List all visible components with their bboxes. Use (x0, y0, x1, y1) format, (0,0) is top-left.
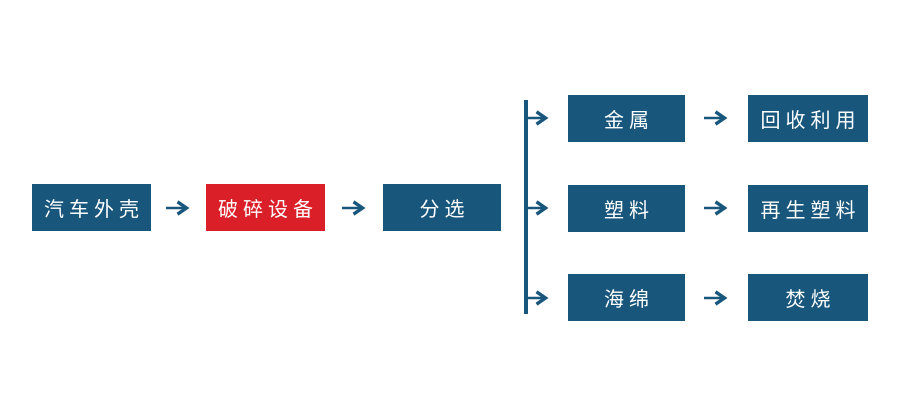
node-label: 回收利用 (760, 110, 861, 132)
node-sponge: 海绵 (568, 274, 685, 321)
arrow-right-icon (525, 200, 549, 216)
node-label: 塑料 (604, 200, 654, 222)
node-plastic: 塑料 (568, 185, 685, 232)
node-recycle-reuse: 回收利用 (748, 95, 868, 142)
arrow-right-icon (704, 110, 728, 126)
node-sorting: 分选 (383, 184, 501, 231)
node-label: 分选 (419, 199, 470, 221)
arrow-right-icon (342, 200, 366, 216)
node-label: 再生塑料 (760, 200, 861, 222)
node-label: 破碎设备 (218, 199, 318, 221)
node-label: 焚烧 (785, 289, 836, 311)
node-crushing-equipment: 破碎设备 (206, 184, 325, 231)
node-metal: 金属 (568, 95, 685, 142)
node-label: 汽车外壳 (44, 199, 144, 221)
node-label: 金属 (604, 110, 654, 132)
arrow-right-icon (525, 290, 549, 306)
arrow-right-icon (166, 200, 190, 216)
node-label: 海绵 (604, 289, 654, 311)
arrow-right-icon (525, 110, 549, 126)
arrow-right-icon (704, 200, 728, 216)
node-incineration: 焚烧 (748, 274, 868, 321)
arrow-right-icon (704, 290, 728, 306)
node-recycled-plastic: 再生塑料 (748, 185, 868, 232)
node-car-shell: 汽车外壳 (32, 184, 151, 231)
